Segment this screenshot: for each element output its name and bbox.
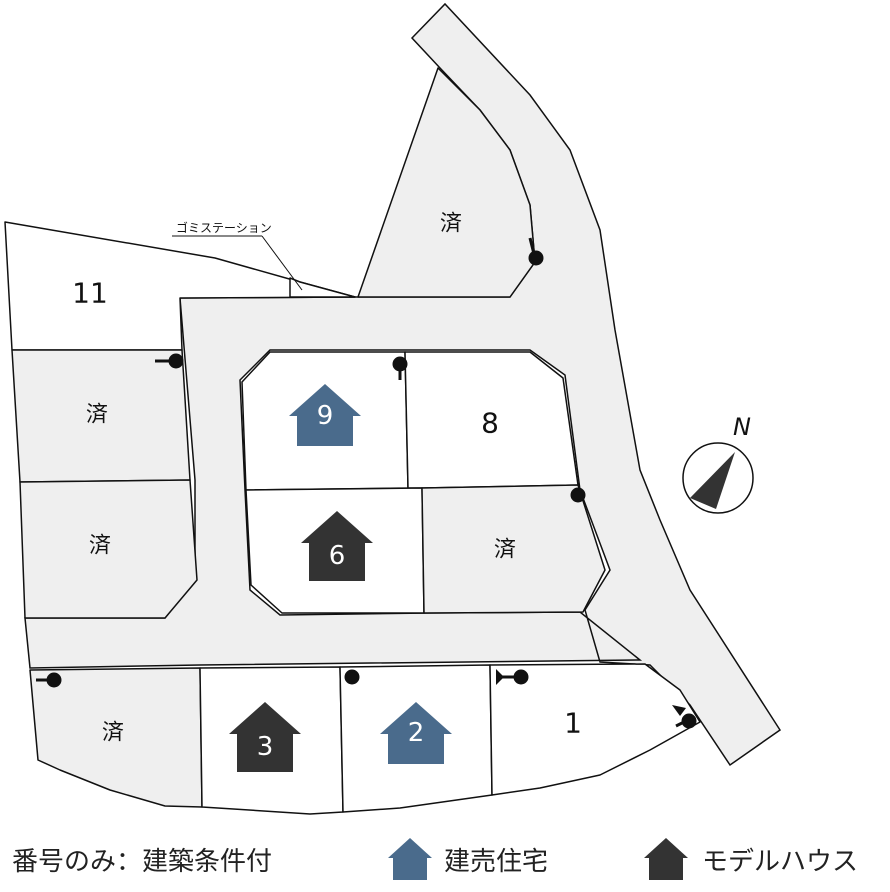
lot-11-label: 11	[72, 277, 108, 310]
garbage-station-label: ゴミステーション	[176, 220, 272, 235]
lot-8-label: 8	[481, 407, 499, 440]
lot-6-label: 6	[329, 541, 346, 571]
lot-9-label: 9	[317, 401, 334, 431]
legend-for-sale-icon	[388, 838, 432, 880]
model-house-icon: 3	[229, 702, 301, 772]
for-sale-house-icon: 2	[380, 702, 452, 764]
sold-label-top: 済	[440, 212, 462, 237]
legend: 番号のみ：建築条件付 建売住宅 モデルハウス	[12, 838, 858, 880]
legend-for-sale: 建売住宅	[444, 847, 548, 877]
meter-markers	[36, 237, 697, 729]
lot-2-label: 2	[408, 718, 425, 748]
lot-1[interactable]	[489, 663, 701, 796]
garbage-station	[289, 277, 356, 298]
lot-1-label: 1	[564, 707, 582, 740]
lot-sold-top[interactable]	[357, 67, 536, 298]
sold-label-bottom: 済	[102, 721, 124, 746]
lot-3-label: 3	[257, 732, 274, 762]
legend-number-only: 番号のみ：建築条件付	[12, 847, 272, 877]
sold-label-left-2: 済	[89, 534, 111, 559]
legend-model-house-icon	[644, 838, 688, 880]
north-compass-icon: N	[682, 413, 754, 514]
sold-label-mid: 済	[494, 538, 516, 563]
legend-model-house: モデルハウス	[702, 847, 858, 877]
lot-sold-mid[interactable]	[421, 484, 606, 614]
sold-label-left-1: 済	[86, 403, 108, 428]
north-label: N	[733, 413, 751, 441]
model-house-icon: 6	[301, 511, 373, 581]
lot-sold-left-2[interactable]	[19, 479, 198, 619]
for-sale-house-icon: 9	[289, 384, 361, 446]
